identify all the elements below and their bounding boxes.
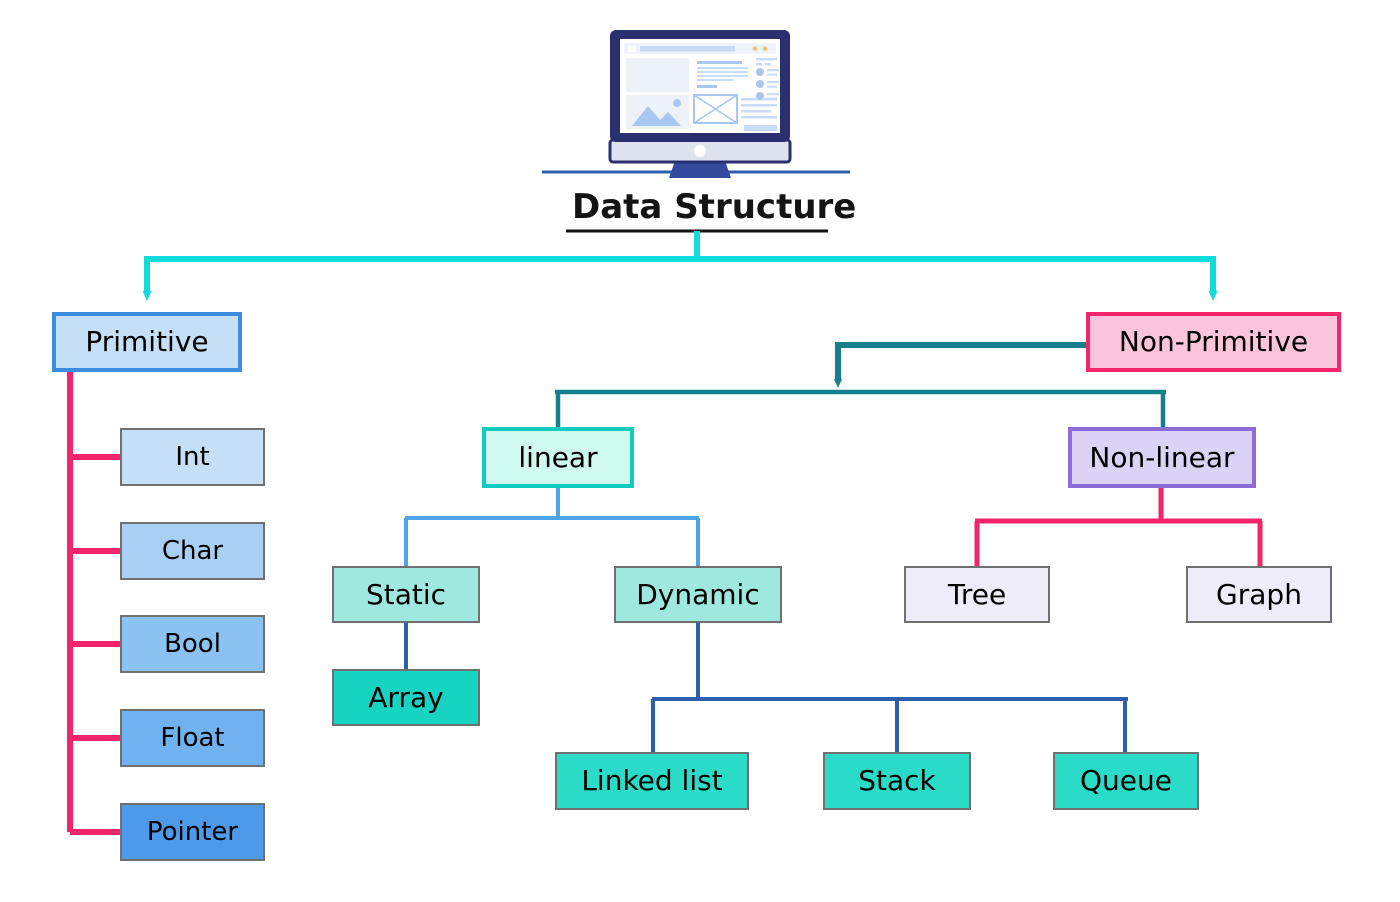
node-float-label: Float — [160, 723, 225, 753]
node-non-linear-label: Non-linear — [1089, 440, 1235, 474]
node-char[interactable]: Char — [120, 522, 265, 580]
node-non-primitive-label: Non-Primitive — [1118, 325, 1309, 358]
node-char-label: Char — [161, 536, 224, 566]
teal-elbow-from-non-primitive — [834, 342, 1086, 388]
node-static-label: Static — [365, 577, 447, 611]
node-linear[interactable]: linear — [482, 427, 634, 488]
page-title: Data Structure — [572, 187, 857, 227]
node-non-primitive[interactable]: Non-Primitive — [1086, 312, 1341, 372]
node-non-linear[interactable]: Non-linear — [1068, 427, 1256, 488]
node-tree[interactable]: Tree — [904, 566, 1050, 623]
node-tree-label: Tree — [947, 577, 1007, 611]
node-static[interactable]: Static — [332, 566, 480, 623]
node-stack-label: Stack — [858, 764, 936, 797]
node-queue-label: Queue — [1080, 764, 1172, 797]
node-primitive[interactable]: Primitive — [52, 312, 242, 372]
node-linked-list-label: Linked list — [581, 764, 723, 797]
node-graph-label: Graph — [1216, 577, 1302, 611]
node-float[interactable]: Float — [120, 709, 265, 767]
node-primitive-label: Primitive — [85, 325, 209, 358]
node-pointer-label: Pointer — [146, 817, 239, 847]
node-array[interactable]: Array — [332, 669, 480, 726]
node-queue[interactable]: Queue — [1053, 752, 1199, 810]
node-dynamic[interactable]: Dynamic — [614, 566, 782, 623]
node-pointer[interactable]: Pointer — [120, 803, 265, 861]
node-bool[interactable]: Bool — [120, 615, 265, 673]
node-graph[interactable]: Graph — [1186, 566, 1332, 623]
node-stack[interactable]: Stack — [823, 752, 971, 810]
node-int[interactable]: Int — [120, 428, 265, 486]
node-int-label: Int — [175, 442, 210, 472]
node-array-label: Array — [368, 680, 444, 714]
node-dynamic-label: Dynamic — [636, 577, 760, 611]
node-linear-label: linear — [518, 440, 598, 474]
node-bool-label: Bool — [164, 629, 221, 659]
node-linked-list[interactable]: Linked list — [555, 752, 749, 810]
